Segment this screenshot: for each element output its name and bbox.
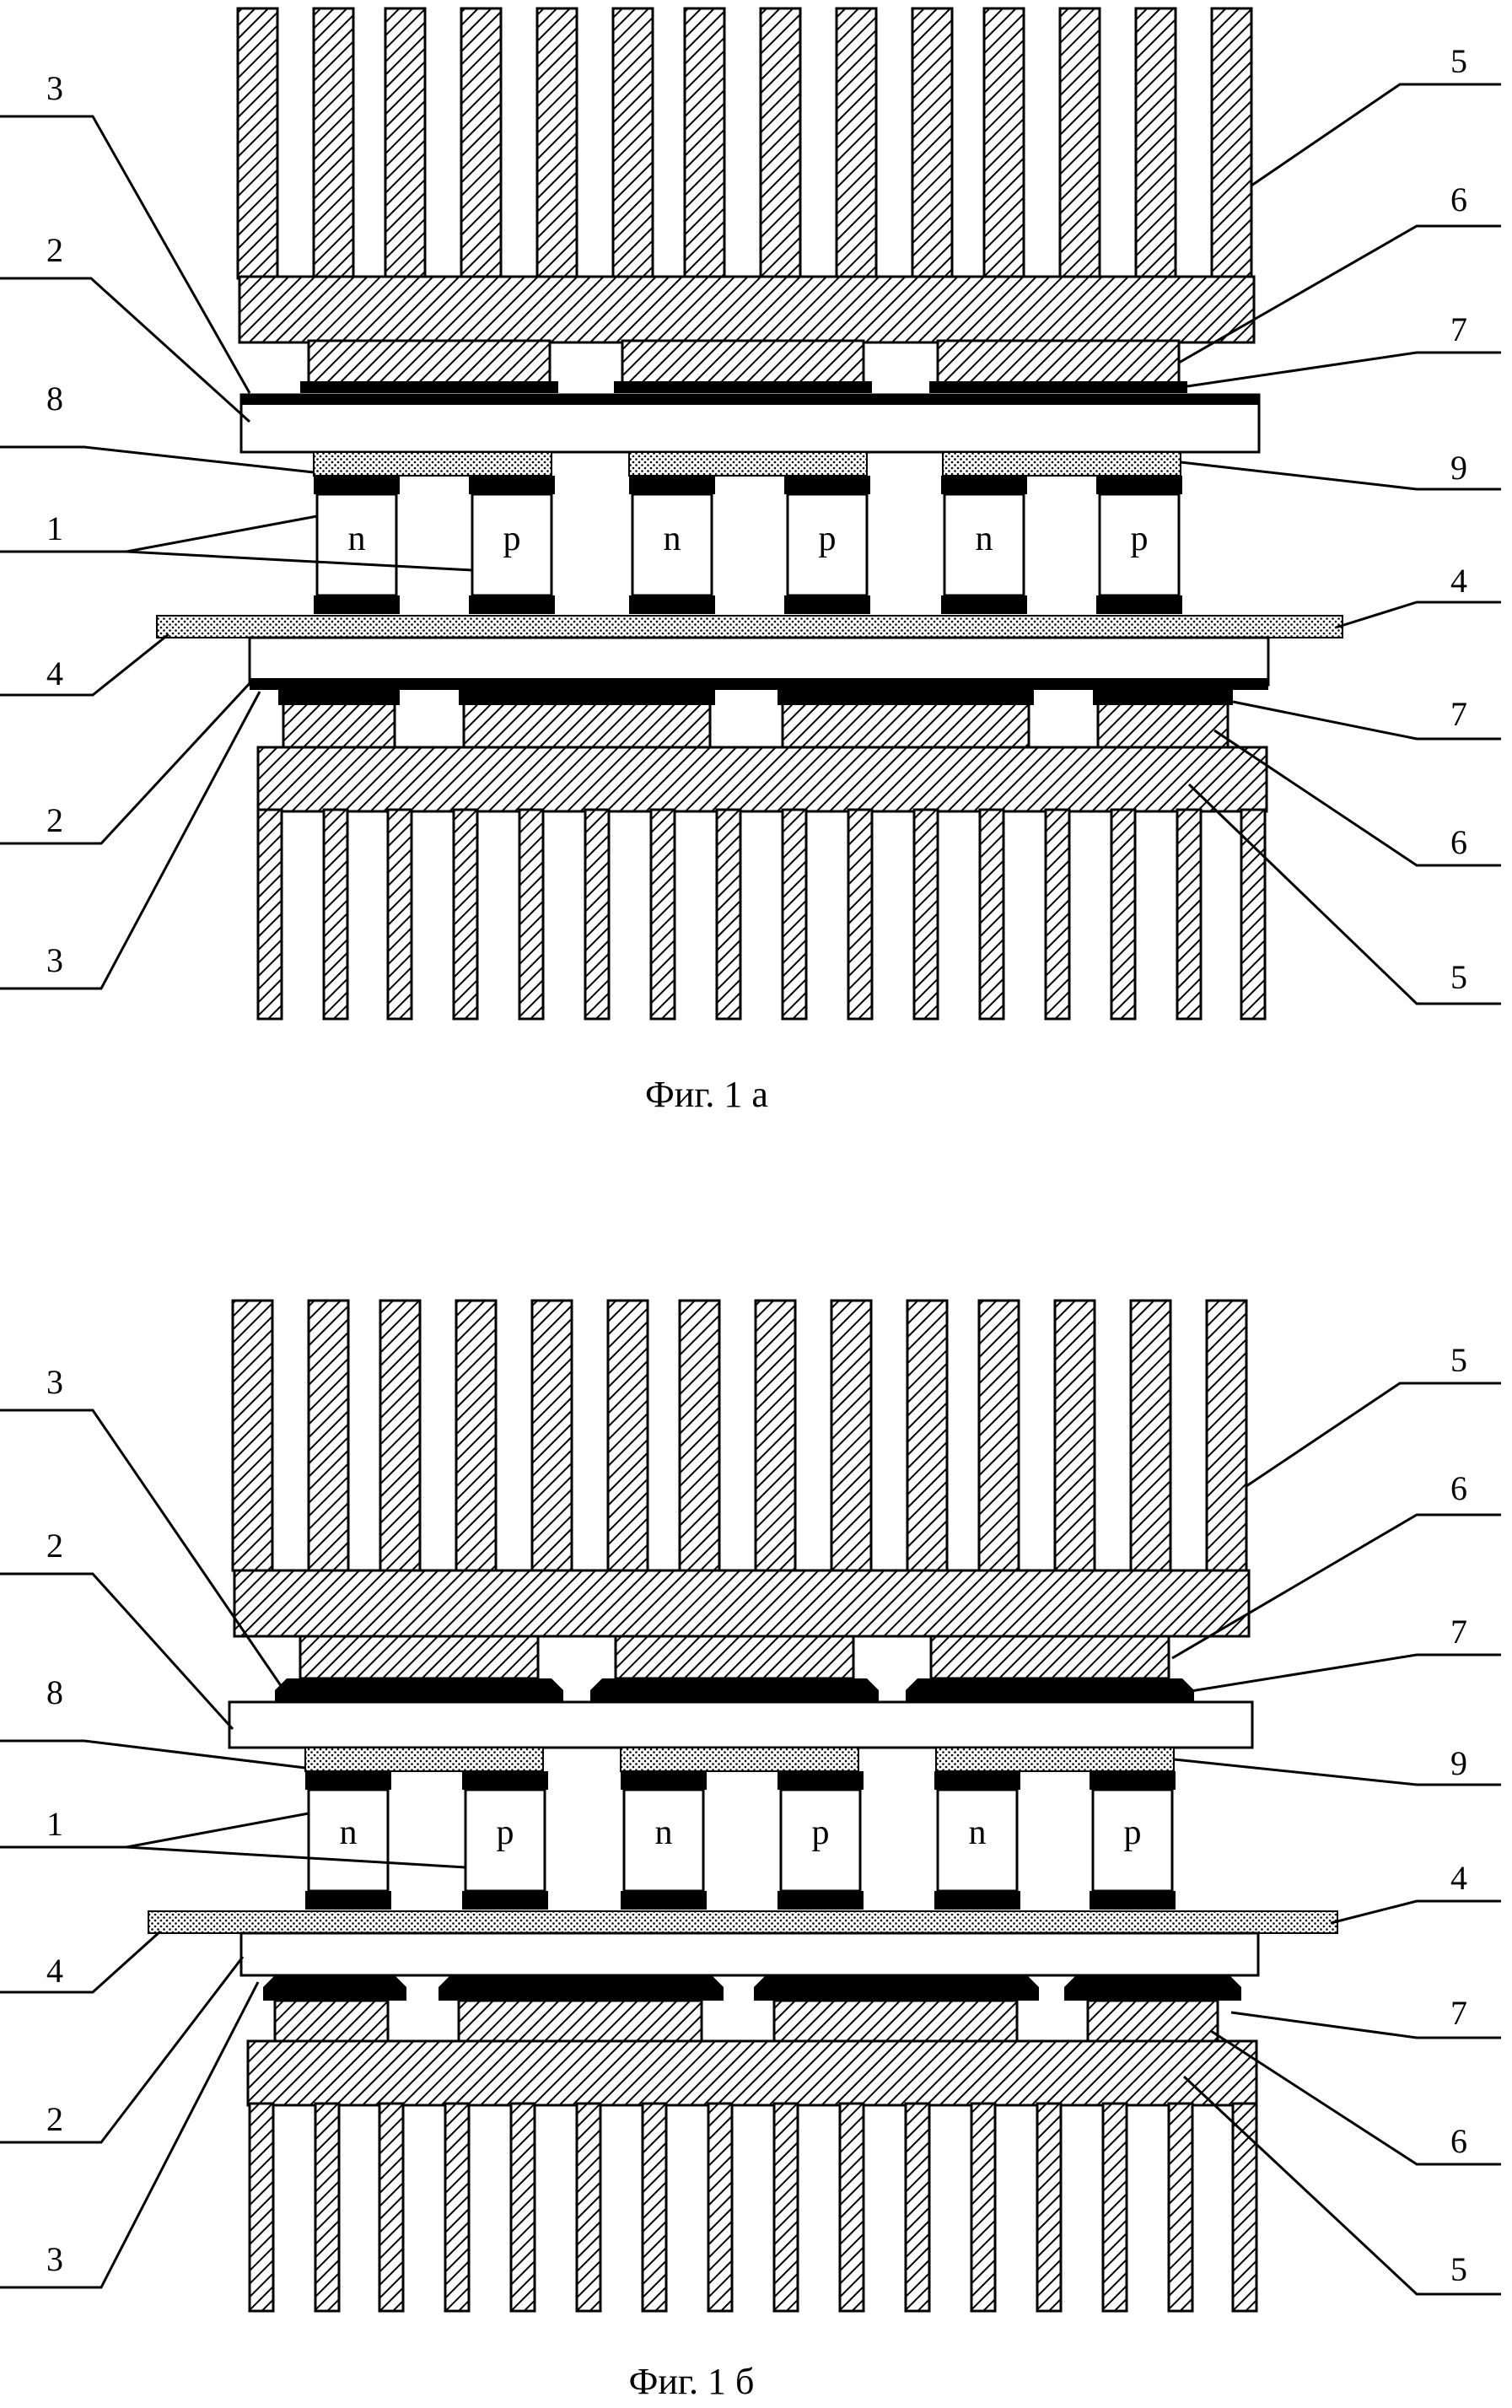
leg: n	[629, 476, 715, 614]
top-conductors	[305, 1748, 1174, 1771]
top-heatsink-base	[239, 277, 1254, 342]
callout-number: 5	[1450, 958, 1467, 996]
leg: n	[941, 476, 1027, 614]
callout-number: 3	[46, 2240, 63, 2278]
bottom-ceramic-plate	[241, 1933, 1258, 1975]
callout-number: 2	[46, 2100, 63, 2138]
bottom-conductors	[157, 616, 1343, 638]
leg: n	[314, 476, 400, 614]
leg-label: p	[812, 1813, 830, 1852]
callout-number: 2	[46, 231, 63, 269]
bottom-pads	[263, 1975, 1241, 2043]
leg-label: p	[497, 1813, 514, 1852]
leg-label: p	[503, 520, 521, 558]
top-heatsink-fins	[233, 1301, 1246, 1570]
top-heatsink-base	[234, 1570, 1249, 1636]
leg-label: n	[664, 520, 681, 558]
leg-label: p	[1131, 520, 1149, 558]
leg: n	[621, 1771, 707, 1910]
top-heatsink-fins	[238, 8, 1251, 278]
callout-number: 5	[1450, 42, 1467, 80]
leg: n	[934, 1771, 1020, 1910]
bottom-heatsink-fins	[250, 2104, 1256, 2311]
callout-number: 6	[1450, 1469, 1467, 1507]
leg-label: n	[348, 520, 366, 558]
bottom-ceramic-plate	[250, 638, 1268, 685]
callout-number: 3	[46, 1363, 63, 1401]
leg-label: p	[1124, 1813, 1142, 1852]
leg: p	[1090, 1771, 1176, 1910]
callout-number: 5	[1450, 2250, 1467, 2288]
leg: p	[778, 1771, 864, 1910]
figure-caption: Фиг. 1 б	[629, 2361, 755, 2402]
callout-number: 6	[1450, 180, 1467, 218]
callouts-right-numbers: 5 6 7 9 4 7 6 5	[1450, 42, 1467, 996]
callout-number: 6	[1450, 2122, 1467, 2160]
callout-number: 8	[46, 1673, 63, 1711]
top-pads	[300, 341, 1187, 393]
figure-1b: n p n p	[0, 1301, 1501, 2402]
thermo-legs: n p n p	[305, 1771, 1176, 1910]
callout-number: 4	[46, 1952, 63, 1990]
callout-number: 8	[46, 380, 63, 417]
callouts-left-numbers: 3 2 8 1 4 2 3	[46, 1363, 63, 2278]
bottom-heatsink-base	[258, 747, 1267, 811]
figure-1a: n p n p	[0, 8, 1501, 1115]
leg-label: n	[969, 1813, 987, 1852]
leg-label: n	[655, 1813, 673, 1852]
bottom-heatsink-base	[248, 2041, 1256, 2105]
callout-number: 9	[1450, 449, 1467, 487]
callout-number: 9	[1450, 1744, 1467, 1782]
leg-label: n	[976, 520, 993, 558]
thermo-legs: n p n p	[314, 476, 1182, 614]
top-ceramic-plate	[229, 1702, 1252, 1748]
callouts-right-numbers: 5 6 7 9 4 7 6 5	[1450, 1341, 1467, 2288]
callout-number: 3	[46, 941, 63, 979]
leg-label: n	[340, 1813, 358, 1852]
leg-label: p	[819, 520, 837, 558]
callout-number: 7	[1450, 695, 1467, 733]
leg: n	[305, 1771, 391, 1910]
callout-number: 6	[1450, 823, 1467, 861]
leg: p	[469, 476, 555, 614]
bottom-conductors	[148, 1911, 1337, 1933]
callout-number: 5	[1450, 1341, 1467, 1379]
callout-number: 2	[46, 801, 63, 839]
callout-number: 4	[1450, 1859, 1467, 1897]
callout-number: 7	[1450, 310, 1467, 348]
bottom-pads	[278, 690, 1233, 749]
callout-number: 4	[1450, 562, 1467, 600]
top-pads	[275, 1636, 1194, 1702]
leg: p	[462, 1771, 548, 1910]
bottom-heatsink-fins	[258, 810, 1265, 1019]
figure-caption: Фиг. 1 а	[645, 1074, 768, 1115]
leg: p	[1096, 476, 1182, 614]
callout-number: 2	[46, 1527, 63, 1565]
top-conductors	[314, 452, 1181, 476]
callout-number: 7	[1450, 1994, 1467, 2032]
callout-number: 4	[46, 655, 63, 692]
callout-number: 3	[46, 69, 63, 107]
leg: p	[784, 476, 870, 614]
callout-number: 7	[1450, 1613, 1467, 1651]
callout-number: 1	[46, 509, 63, 547]
callout-number: 1	[46, 1805, 63, 1843]
